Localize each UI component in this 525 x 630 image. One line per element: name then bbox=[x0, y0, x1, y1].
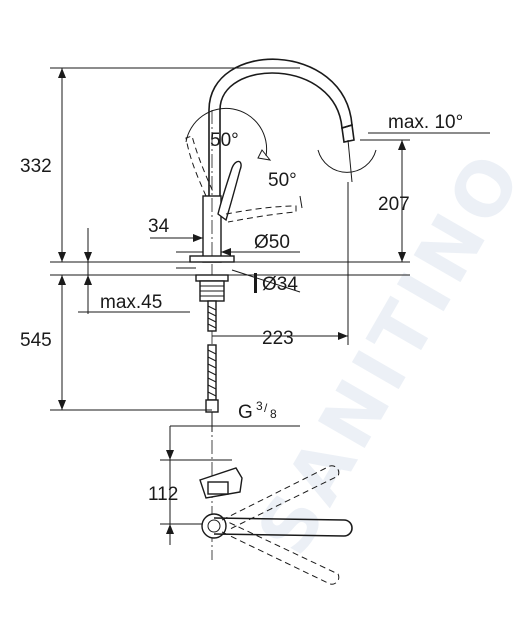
plan-lever-body bbox=[199, 467, 243, 499]
supply-hoses bbox=[205, 300, 219, 432]
label-thread-slash: / bbox=[264, 401, 268, 415]
lever-angle-side-tick bbox=[299, 195, 303, 209]
label-thread: G bbox=[238, 402, 253, 423]
spout-tilt-arc bbox=[317, 149, 377, 173]
lever-position-side bbox=[225, 205, 297, 223]
plan-spout bbox=[201, 513, 353, 539]
label-spout-height: 207 bbox=[378, 194, 410, 215]
label-spout-tilt: max. 10° bbox=[388, 112, 463, 133]
hole-diameter-leader bbox=[231, 269, 301, 293]
label-hole-diameter: Ø34 bbox=[262, 274, 298, 295]
label-body-offset: 34 bbox=[148, 216, 170, 237]
label-total-height: 332 bbox=[20, 156, 52, 177]
lever-angle-arc bbox=[185, 107, 268, 157]
label-body-diameter: Ø50 bbox=[254, 232, 290, 253]
label-thread-denominator: 8 bbox=[270, 407, 277, 421]
label-thread-numerator: 3 bbox=[256, 399, 263, 413]
lever-position-back bbox=[185, 135, 215, 197]
label-lever-angle-side: 50° bbox=[268, 170, 297, 191]
hole-diameter-marker bbox=[254, 273, 257, 293]
label-lever-angle-top: 50° bbox=[210, 130, 239, 151]
spout-outlet bbox=[341, 123, 355, 143]
label-below-counter: 545 bbox=[20, 330, 52, 351]
tap-body bbox=[189, 110, 235, 440]
label-plan-offset: 112 bbox=[148, 484, 178, 505]
plan-spout-swivel-down bbox=[221, 521, 340, 585]
lever bbox=[217, 160, 242, 222]
label-spout-reach: 223 bbox=[262, 328, 294, 349]
plan-spout-swivel-up bbox=[221, 465, 340, 531]
spout-tilt-line bbox=[347, 139, 353, 183]
label-counter-thickness: max.45 bbox=[100, 292, 162, 313]
